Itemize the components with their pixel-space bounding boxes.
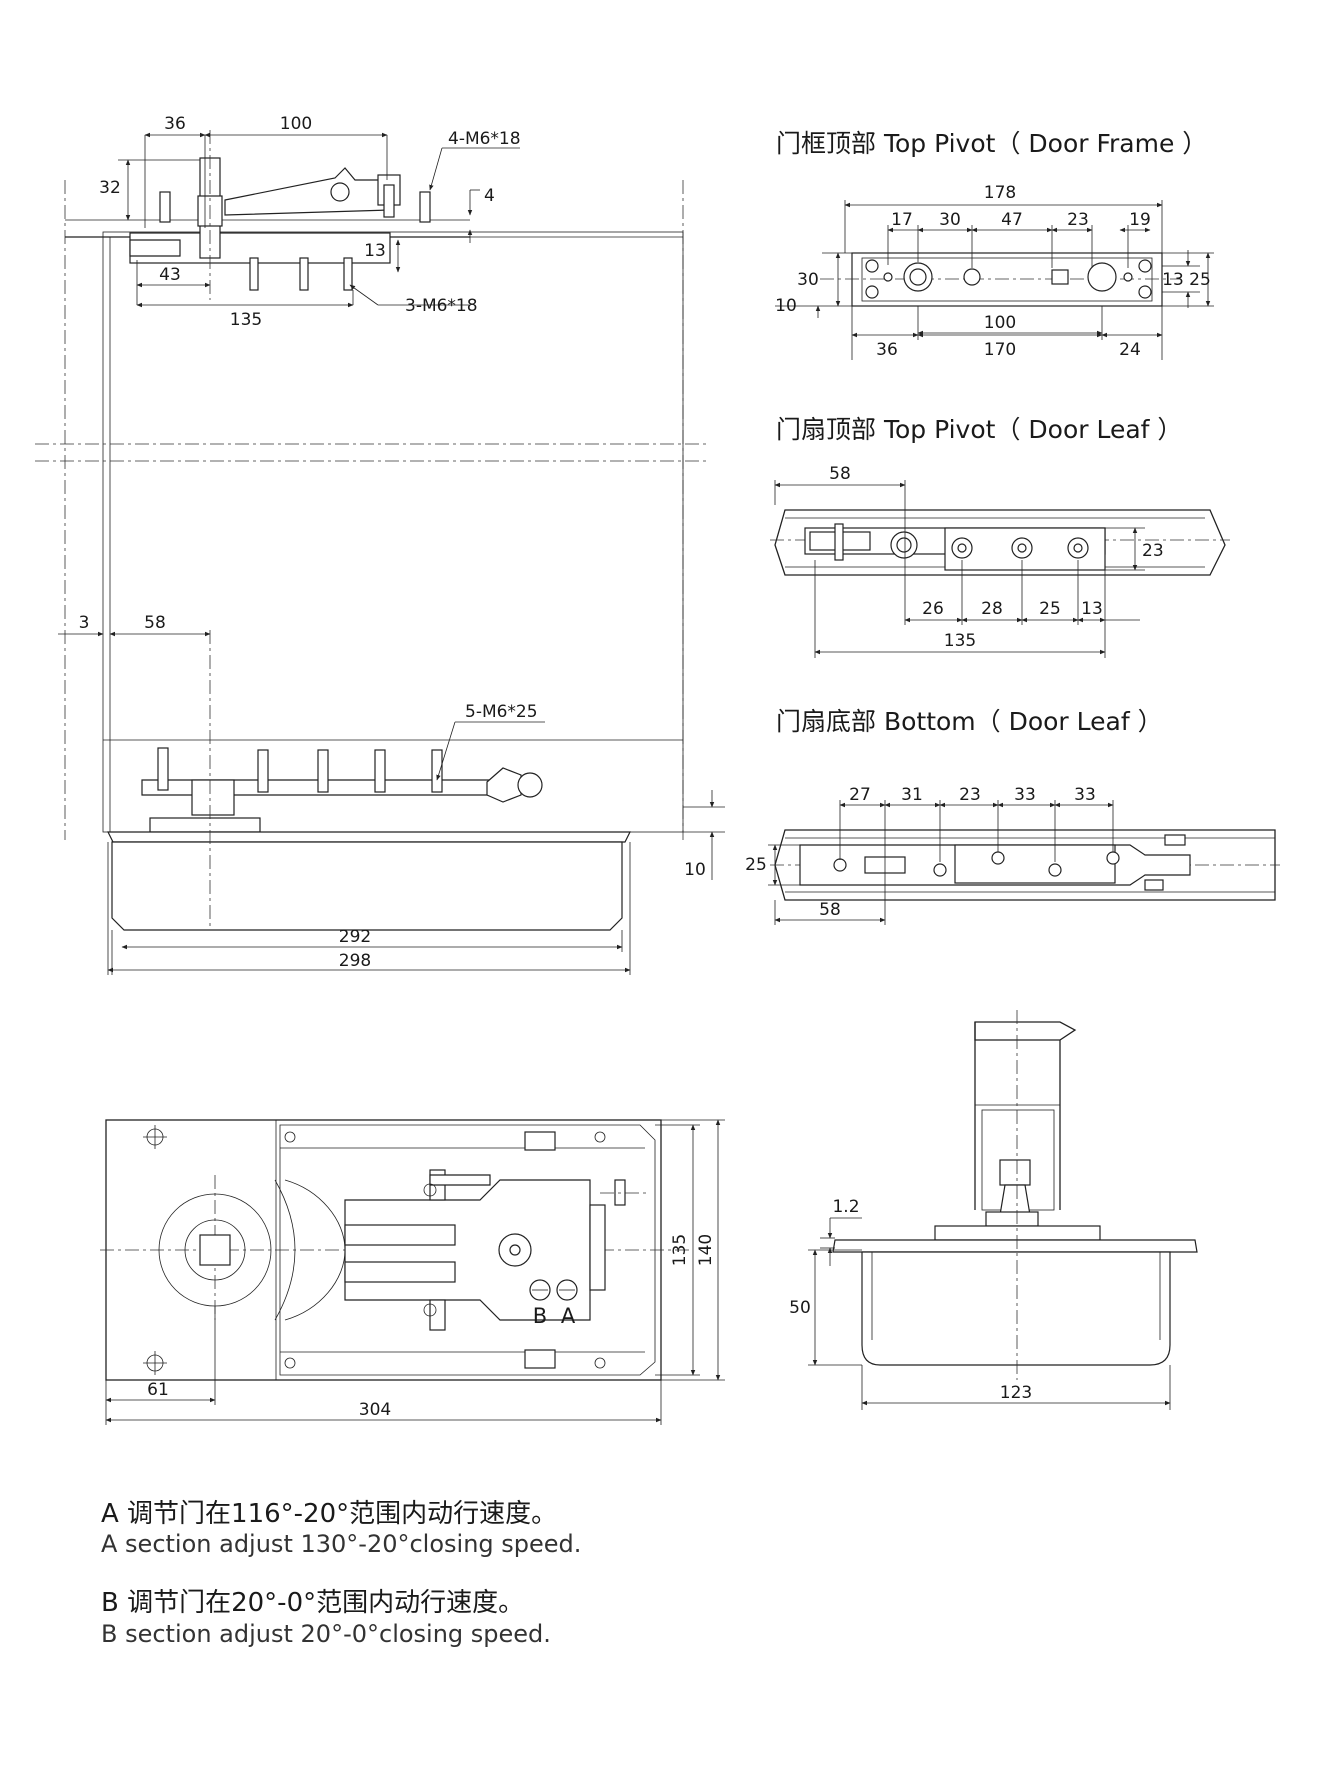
dim-43: 43 (159, 265, 181, 285)
leaf-top-pivot-view: 门扇顶部 Top Pivot（ Door Leaf ） 58 23 (770, 415, 1230, 658)
leaf-top-dim-13: 13 (1081, 599, 1103, 619)
dim-58: 58 (144, 613, 166, 633)
door-elevation-view: 36 100 32 4 13 43 135 4-M6*18 3-M6*18 (35, 114, 725, 975)
dim-10: 10 (684, 860, 706, 880)
frame-dim-19: 19 (1129, 210, 1151, 230)
leaf-top-dim-28: 28 (981, 599, 1003, 619)
leaf-top-dim-23: 23 (1142, 541, 1164, 561)
plan-dim-135: 135 (670, 1234, 690, 1266)
leaf-top-dim-25: 25 (1039, 599, 1061, 619)
dim-32: 32 (99, 178, 121, 198)
dim-135: 135 (230, 310, 262, 330)
frame-dim-10: 10 (775, 296, 797, 316)
note-b-chinese: B 调节门在20°-0°范围内动行速度。 (101, 1588, 525, 1618)
side-dim-50: 50 (789, 1298, 811, 1318)
leaf-top-dim-26: 26 (922, 599, 944, 619)
dim-3: 3 (79, 613, 90, 633)
top-pivot-assembly (129, 130, 431, 300)
leaf-bottom-view: 门扇底部 Bottom（ Door Leaf ） 27 31 23 33 33 (745, 707, 1280, 925)
leaf-bottom-dim-33-b: 33 (1074, 785, 1096, 805)
leaf-top-title: 门扇顶部 Top Pivot（ Door Leaf ） (776, 415, 1182, 444)
callout-3-m6-18: 3-M6*18 (405, 296, 478, 316)
note-b-english: B section adjust 20°-0°closing speed. (101, 1620, 551, 1648)
frame-dim-23: 23 (1067, 210, 1089, 230)
note-a-chinese: A 调节门在116°-20°范围内动行速度。 (101, 1499, 558, 1529)
frame-top-title: 门框顶部 Top Pivot（ Door Frame ） (776, 129, 1207, 158)
dim-13: 13 (364, 241, 386, 261)
closer-side-view: 1.2 50 123 (789, 1010, 1198, 1410)
frame-dim-178: 178 (984, 183, 1016, 203)
side-dim-123: 123 (1000, 1383, 1032, 1403)
leaf-bottom-dim-58: 58 (819, 900, 841, 920)
frame-dim-47: 47 (1001, 210, 1023, 230)
leaf-top-dim-135: 135 (944, 631, 976, 651)
frame-dim-24: 24 (1119, 340, 1141, 360)
leaf-top-dim-58: 58 (829, 464, 851, 484)
frame-top-pivot-view: 门框顶部 Top Pivot（ Door Frame ） 178 17 30 4… (775, 129, 1214, 360)
frame-dim-13: 13 (1162, 270, 1184, 290)
plan-dim-304: 304 (359, 1400, 391, 1420)
bottom-closer-assembly (103, 630, 683, 931)
frame-dim-25: 25 (1189, 270, 1211, 290)
frame-dim-170: 170 (984, 340, 1016, 360)
leaf-bottom-dim-31: 31 (901, 785, 923, 805)
dim-36: 36 (164, 114, 186, 134)
dim-4: 4 (484, 186, 495, 206)
leaf-bottom-dim-33-a: 33 (1014, 785, 1036, 805)
plan-dim-61: 61 (147, 1380, 169, 1400)
callout-5-m6-25: 5-M6*25 (465, 702, 538, 722)
dim-100: 100 (280, 114, 312, 134)
frame-dim-30: 30 (797, 270, 819, 290)
frame-dim-30-top: 30 (939, 210, 961, 230)
dim-292: 292 (339, 927, 371, 947)
side-dim-1-2: 1.2 (832, 1197, 859, 1217)
note-a-english: A section adjust 130°-20°closing speed. (101, 1530, 582, 1558)
valve-a-label: A (561, 1304, 576, 1328)
closer-plan-view: B A 61 304 135 140 (100, 1119, 725, 1425)
leaf-bottom-dim-23: 23 (959, 785, 981, 805)
callout-4-m6-18: 4-M6*18 (448, 129, 521, 149)
plan-dim-140: 140 (696, 1234, 716, 1266)
dim-298: 298 (339, 951, 371, 971)
frame-dim-100: 100 (984, 313, 1016, 333)
valve-b-label: B (533, 1304, 547, 1328)
leaf-bottom-title: 门扇底部 Bottom（ Door Leaf ） (776, 707, 1163, 736)
leaf-bottom-dim-25: 25 (745, 855, 767, 875)
elevation-dimensions: 36 100 32 4 13 43 135 4-M6*18 3-M6*18 (58, 114, 725, 975)
frame-dim-36: 36 (876, 340, 898, 360)
frame-dim-17: 17 (891, 210, 913, 230)
leaf-bottom-dim-27: 27 (849, 785, 871, 805)
